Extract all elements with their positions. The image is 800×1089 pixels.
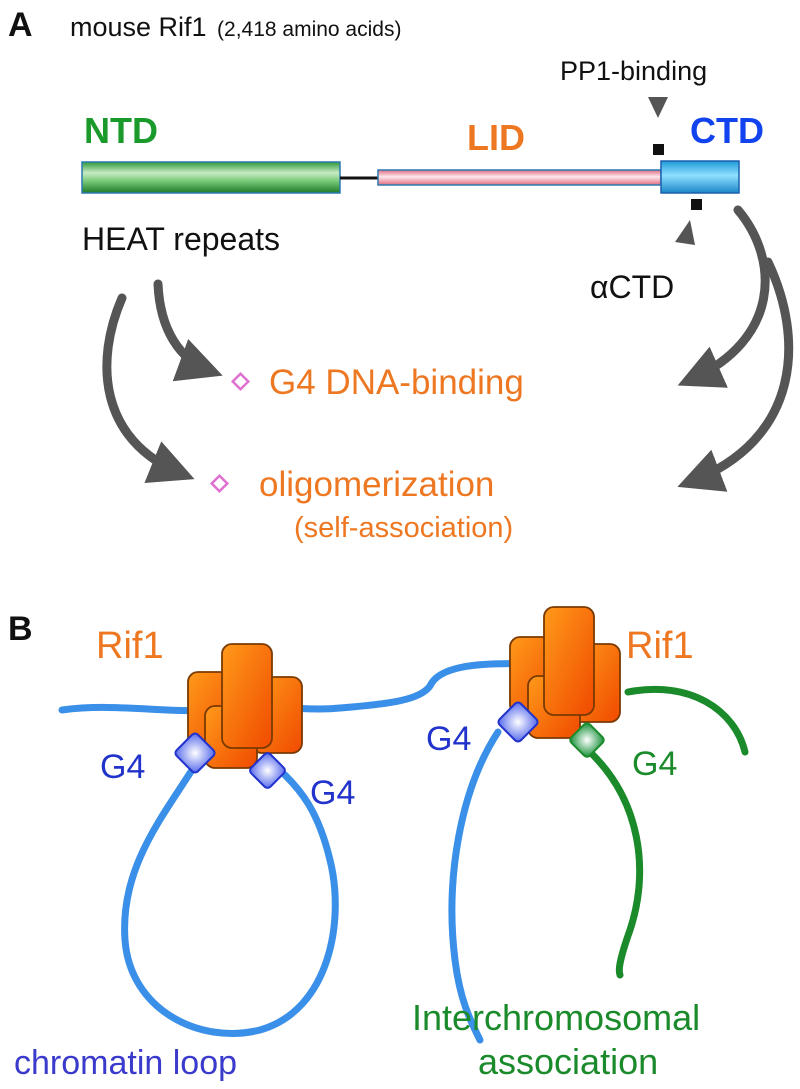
g4-quadruplex-icon	[249, 752, 286, 789]
g4-label-right-1: G4	[426, 720, 471, 758]
panel-a-label: A	[8, 6, 33, 44]
pp1-site-marker	[653, 144, 664, 155]
pp1-binding-label: PP1-binding	[560, 56, 707, 86]
rif1-complex-left	[187, 643, 303, 769]
ntd-domain-bar	[81, 161, 341, 194]
pp1-pointer-icon	[648, 97, 668, 118]
ntd-label: NTD	[84, 110, 158, 151]
g4-quadruplex-icon	[174, 732, 216, 774]
rif1-subunit	[543, 606, 595, 716]
panel-a: A mouse Rif1 (2,418 amino acids) PP1-bin…	[8, 6, 794, 544]
g4-dna-binding-label: G4 DNA-binding	[269, 363, 524, 402]
chromatin-loop-label: chromatin loop	[14, 1044, 237, 1082]
ctd-domain-bar	[660, 160, 740, 194]
arrow-ctd-to-oligomerization	[677, 257, 794, 492]
oligomerization-label: oligomerization	[259, 465, 494, 504]
protein-title-main: mouse Rif1	[70, 12, 207, 42]
rif1-label-right: Rif1	[626, 625, 694, 667]
g4-quadruplex-icon	[497, 701, 539, 743]
chromatin-strand-top	[58, 660, 534, 715]
panel-b-label: B	[8, 610, 33, 648]
ctd-label: CTD	[690, 110, 764, 151]
pink-diamond-icon	[230, 371, 251, 392]
chromatin-loop-strand	[121, 766, 339, 1037]
actd-label: αCTD	[590, 269, 674, 305]
pink-diamond-icon	[209, 473, 230, 494]
actd-epitope-marker	[691, 199, 702, 210]
protein-title-sub: (2,418 amino acids)	[217, 18, 401, 41]
arrow-ctd-to-g4-binding	[677, 205, 770, 388]
g4-quadruplex-icon-green	[569, 722, 605, 758]
lid-label: LID	[467, 117, 525, 158]
rif1-subunit	[221, 643, 273, 749]
green-chromatin-strand-upper	[624, 685, 749, 756]
g4-label-left-2: G4	[310, 774, 355, 812]
green-chromatin-strand-lower	[586, 748, 644, 979]
interchromosomal-label-line2: association	[478, 1041, 658, 1082]
interchromosomal-label-line1: Interchromosomal	[412, 997, 700, 1038]
arrow-ntd-to-oligomerization	[102, 293, 195, 484]
rif1-complex-right	[509, 606, 621, 739]
self-association-label: (self-association)	[294, 512, 513, 544]
chromatin-strand-right	[448, 728, 502, 1044]
panel-b: B Rif1 G4 G4	[8, 606, 749, 1082]
g4-label-right-2: G4	[632, 745, 677, 783]
actd-pointer-icon	[675, 220, 695, 245]
lid-domain-bar	[377, 169, 662, 186]
rif1-label-left: Rif1	[96, 625, 164, 667]
heat-repeats-label: HEAT repeats	[82, 221, 280, 257]
g4-label-left-1: G4	[100, 748, 145, 786]
arrow-ntd-to-g4-binding	[153, 279, 223, 382]
protein-title: mouse Rif1 (2,418 amino acids)	[70, 12, 401, 42]
